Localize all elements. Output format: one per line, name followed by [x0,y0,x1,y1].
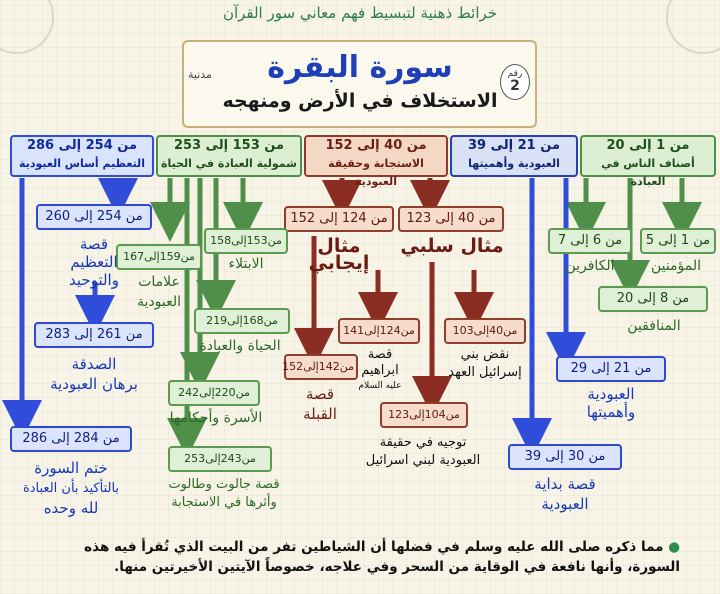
footer-line-2: السورة، وأنها نافعة في الوقاية من السحر … [114,559,680,575]
label-trial: الابتلاء [228,256,264,272]
section-title: التعظيم أساس العبودية [19,157,145,170]
surah-name: سورة البقرة [267,50,453,85]
label-ibrahim-story: قصة [367,347,393,362]
label-servitude: العبودية [587,385,635,403]
label-surah-end: ختم السورة [34,459,108,477]
verse-box-142-152: من142إلى152 [282,354,358,380]
label-surah-end-2: بالتأكيد بأن العبادة [22,481,120,496]
label-signs-servitude: العبودية [136,294,181,310]
verse-box-1-5: من 1 إلى 5 [640,228,716,254]
label-life-worship: الحياة والعبادة [199,338,281,354]
label-family: الأسرة وأحكامها [169,410,263,426]
verse-box-40-123: من 40 إلى 123 [398,206,504,232]
label-guidance-2: العبودية لبني اسرائيل [365,453,481,468]
verse-box-168-219: من168إلى219 [194,308,290,334]
section-title: العبودية وأهميتها [468,157,560,170]
verse-box-40-103: من40إلى103 [444,318,526,344]
label-servitude-importance: وأهميتها [586,403,636,421]
section-header-1: من 1 إلى 20 أصناف الناس في العبادة [580,135,716,188]
label-covenant-2: إسرائيل العهد [448,365,522,380]
verse-box-153-158: من153إلى158 [204,228,288,254]
label-qibla: القبلة [303,405,337,423]
rank-label: رقم [507,69,523,79]
label-charity-proof: برهان العبودية [50,375,138,393]
section-header-5: من 254 إلى 286 التعظيم أساس العبودية [10,135,154,177]
label-guidance: توجيه في حقيقة [379,435,467,450]
top-caption: خرائط ذهنية لتبسيط فهم معاني سور القرآن [222,4,498,22]
label-positive-example: مثال إيجابي [308,235,370,274]
label-monotheism: والتوحيد [69,271,119,289]
verse-box-6-7: من 6 إلى 7 [548,228,632,254]
footer-text-1: مما ذكره صلى الله عليه وسلم في فضلها أن … [84,539,664,555]
verse-box-261-283: من 261 إلى 283 [34,322,154,348]
surah-type: مدنية [188,68,212,81]
bullet-icon: ● [668,539,680,555]
label-goliath-2: وأثرها في الاستجابة [171,495,277,510]
footer-line-1: ● مما ذكره صلى الله عليه وسلم في فضلها أ… [40,537,680,557]
label-believers: المؤمنين [650,258,702,274]
label-ibrahim: ابراهيم [361,363,399,378]
surah-theme: الاستخلاف في الأرض ومنهجه [222,90,498,112]
section-range: من 40 إلى 152 [325,138,427,153]
verse-box-104-123: من104إلى123 [380,402,468,428]
label-beginning-servitude: العبودية [541,495,589,513]
rank-number: 2 [510,78,520,94]
section-range: من 153 إلى 253 [173,138,285,153]
label-ibrahim-honorific: عليه السلام [358,381,402,391]
label-qibla-story: قصة [305,385,335,403]
footer-note: ● مما ذكره صلى الله عليه وسلم في فضلها أ… [40,537,680,577]
label-goliath: قصة جالوت وطالوت [168,477,280,492]
verse-box-30-39: من 30 إلى 39 [508,444,622,470]
label-hypocrites: المنافقين [627,318,681,334]
label-glorification-story: قصة [79,235,109,253]
section-range: من 1 إلى 20 [606,138,690,153]
verse-box-220-242: من220إلى242 [168,380,260,406]
verse-box-243-253: من243إلى253 [168,446,272,472]
label-signs: علامات [138,274,180,290]
label-charity: الصدقة [71,355,117,373]
label-disbelievers: الكافرين [565,258,615,274]
label-glorification: التعظيم [70,253,118,271]
label-covenant: نقض بني [460,347,510,362]
section-title: أصناف الناس في العبادة [601,157,695,188]
verse-box-21-29: من 21 إلى 29 [556,356,666,382]
section-title: شمولية العبادة في الحياة [160,157,297,170]
section-range: من 254 إلى 286 [26,138,138,153]
verse-box-284-286: من 284 إلى 286 [10,426,132,452]
section-header-2: من 21 إلى 39 العبودية وأهميتها [450,135,578,177]
section-range: من 21 إلى 39 [467,138,560,153]
verse-box-254-260: من 254 إلى 260 [36,204,152,230]
verse-box-124-141: من124إلى141 [338,318,420,344]
label-beginning-story: قصة بداية [534,475,596,493]
label-negative-example: مثال سلبي [400,235,504,257]
section-header-4: من 153 إلى 253 شمولية العبادة في الحياة [156,135,302,177]
verse-box-159-167: من159إلى167 [116,244,202,270]
section-header-3: من 40 إلى 152 الاستجابة وحقيقة العبودية [304,135,448,188]
surah-number-badge: رقم 2 [500,64,530,100]
label-surah-end-3: لله وحده [43,499,99,517]
section-title: الاستجابة وحقيقة العبودية [328,157,424,188]
title-frame [182,40,537,128]
verse-box-8-20: من 8 إلى 20 [598,286,708,312]
verse-box-124-152: من 124 إلى 152 [284,206,394,232]
